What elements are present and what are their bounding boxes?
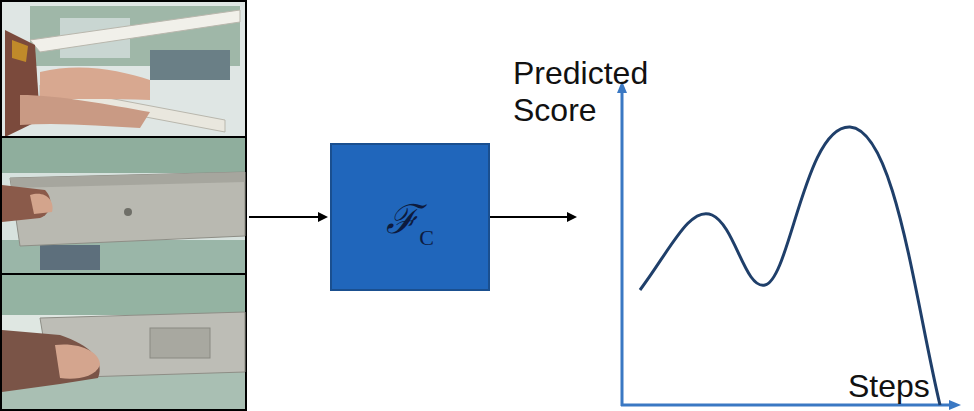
score-curve	[640, 127, 940, 405]
function-symbol: ℱ	[386, 196, 419, 242]
function-subscript: C	[419, 225, 434, 250]
video-frame	[1, 137, 246, 274]
video-frame	[1, 1, 246, 137]
y-axis	[621, 86, 624, 406]
video-frame	[1, 274, 246, 410]
axis-label: Steps	[848, 368, 958, 405]
axis-label: Predicted Score	[513, 55, 693, 129]
flow-arrow	[249, 216, 326, 218]
process-box: ℱC	[330, 143, 490, 291]
flow-arrow	[490, 216, 575, 218]
